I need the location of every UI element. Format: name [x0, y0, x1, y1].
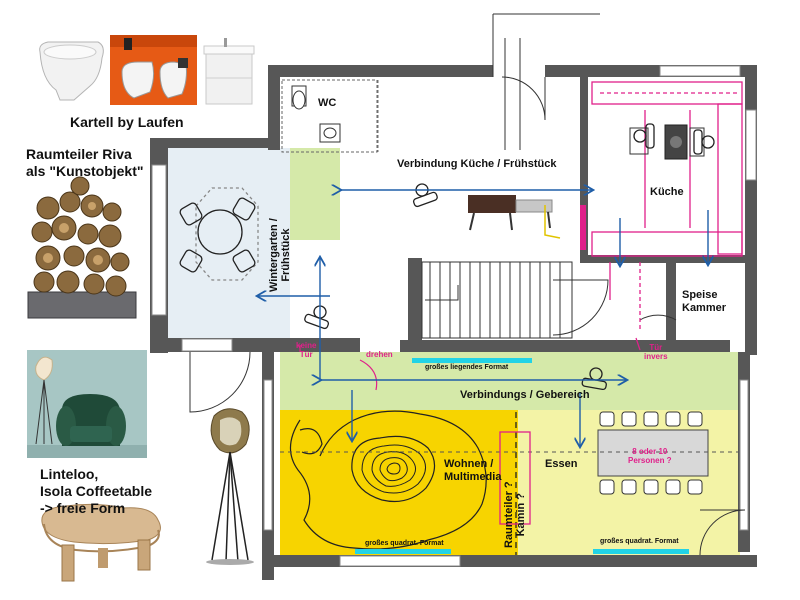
- toilet-image: [39, 41, 104, 101]
- annotation-format-quadrat-right: großes quadrat. Format: [600, 538, 679, 545]
- annotation-keine-tuer: keine Tür: [296, 341, 317, 359]
- armchair-photo: [27, 350, 147, 458]
- room-label-raumteiler-kamin: Raumteiler ? Kamin ?: [503, 481, 527, 548]
- coffee-table-image: [41, 503, 161, 582]
- linteloo-label: Linteloo, Isola Coffeetable -> freie For…: [40, 466, 153, 516]
- room-label-speisekammer: Speise Kammer: [682, 289, 727, 314]
- annotation-format-quadrat-left: großes quadrat. Format: [365, 540, 444, 547]
- annotation-drehen: drehen: [366, 350, 393, 359]
- riva-label: Raumteiler Riva als "Kunstobjekt": [26, 146, 144, 179]
- circulation-arrows: [258, 190, 708, 446]
- wintergarten-zone: [168, 148, 290, 340]
- pink-wall-marker: [580, 205, 586, 250]
- laufen-label: Kartell by Laufen: [70, 114, 184, 130]
- wohnen-zone: [280, 410, 518, 555]
- format-marker-liegend: [412, 358, 532, 363]
- dining-table: [597, 411, 709, 495]
- windows: [151, 65, 757, 567]
- room-label-kueche: Küche: [650, 186, 684, 198]
- vanity-image: [203, 38, 255, 105]
- room-label-wohnen: Wohnen / Multimedia: [444, 458, 502, 483]
- annotation-tuer-invers: Tür invers: [644, 343, 668, 361]
- raumteiler-box: [499, 431, 531, 525]
- kitchen-layout: [591, 81, 743, 330]
- pink-annotation-lines: [299, 337, 641, 391]
- wc-fixtures: [281, 79, 379, 153]
- room-label-wintergarten: Wintergarten / Frühstück: [268, 218, 292, 292]
- staircase: [421, 261, 573, 339]
- bidet-image: [110, 35, 197, 105]
- kitchen-island: [629, 124, 705, 160]
- breakfast-table: [179, 187, 259, 281]
- floor-lamp-image: [206, 408, 254, 565]
- room-label-essen: Essen: [545, 458, 578, 470]
- dining-persons-label: 8 oder 10 Personen ?: [628, 447, 672, 465]
- room-label-wc: WC: [318, 97, 337, 109]
- annotation-format-liegend: großes liegendes Format: [425, 364, 509, 371]
- wintergarten-green-strip: [290, 148, 340, 240]
- format-marker-quadrat-left: [355, 549, 451, 554]
- sofa-outline: [289, 410, 487, 550]
- yellow-line: [544, 205, 561, 239]
- armchair-outline: [299, 428, 323, 455]
- room-label-verbindung-gehbereich: Verbindungs / Gebereich: [460, 389, 590, 401]
- log-divider-image: [27, 176, 137, 319]
- room-label-verbindung-kueche: Verbindung Küche / Frühstück: [397, 158, 557, 170]
- bench: [468, 195, 553, 231]
- format-marker-quadrat-right: [593, 549, 689, 554]
- door-swings: [189, 13, 746, 556]
